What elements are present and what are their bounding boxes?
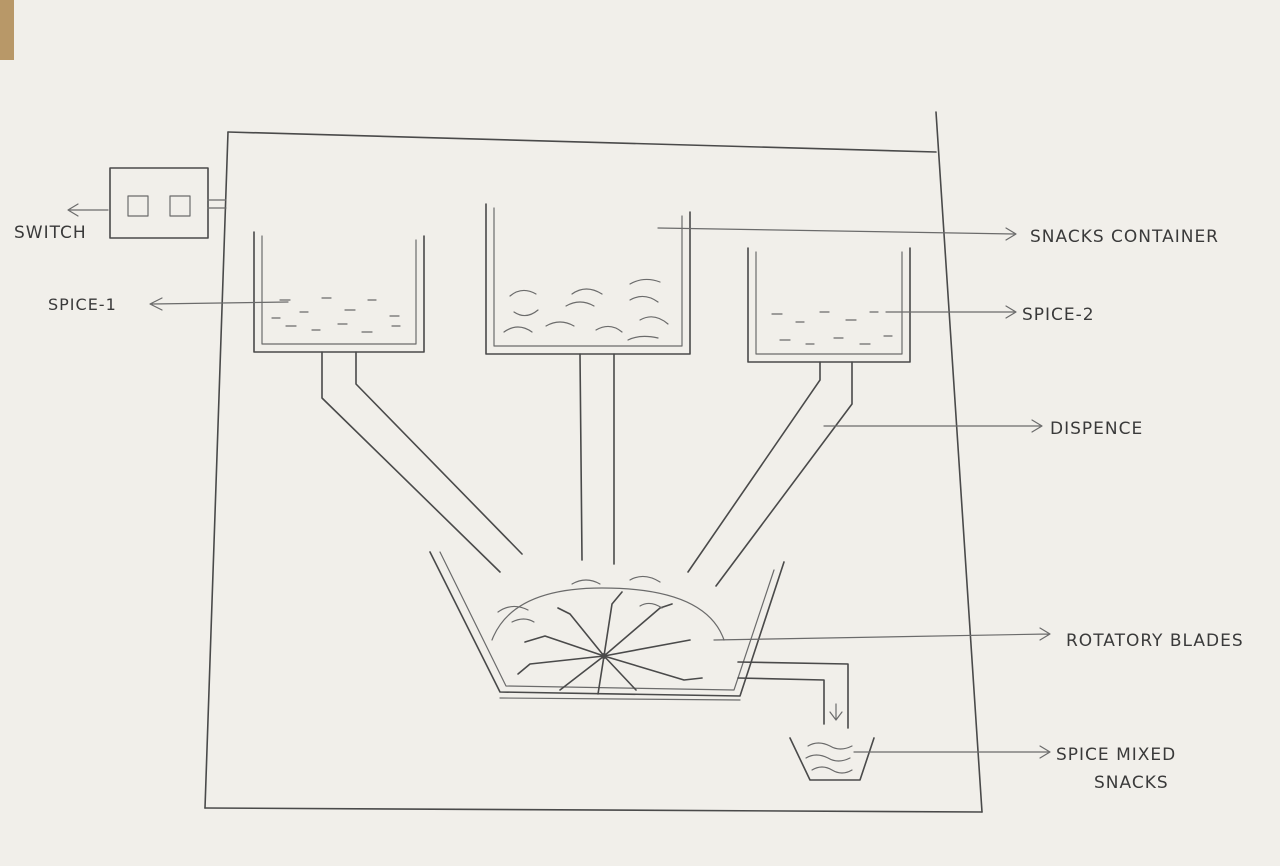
label-spice-1: SPICE-1 (48, 295, 117, 314)
label-spice-mixed: SPICE MIXED (1056, 745, 1176, 765)
label-spice-2: SPICE-2 (1022, 305, 1095, 325)
blade-hub (601, 653, 607, 659)
label-snacks: SNACKS (1094, 773, 1169, 793)
label-snacks-container: SNACKS CONTAINER (1030, 227, 1219, 247)
label-rotatory-blades: ROTATORY BLADES (1066, 631, 1244, 651)
label-dispence: DISPENCE (1050, 419, 1143, 439)
wooden-edge (0, 0, 14, 60)
label-switch: SWITCH (14, 223, 87, 243)
